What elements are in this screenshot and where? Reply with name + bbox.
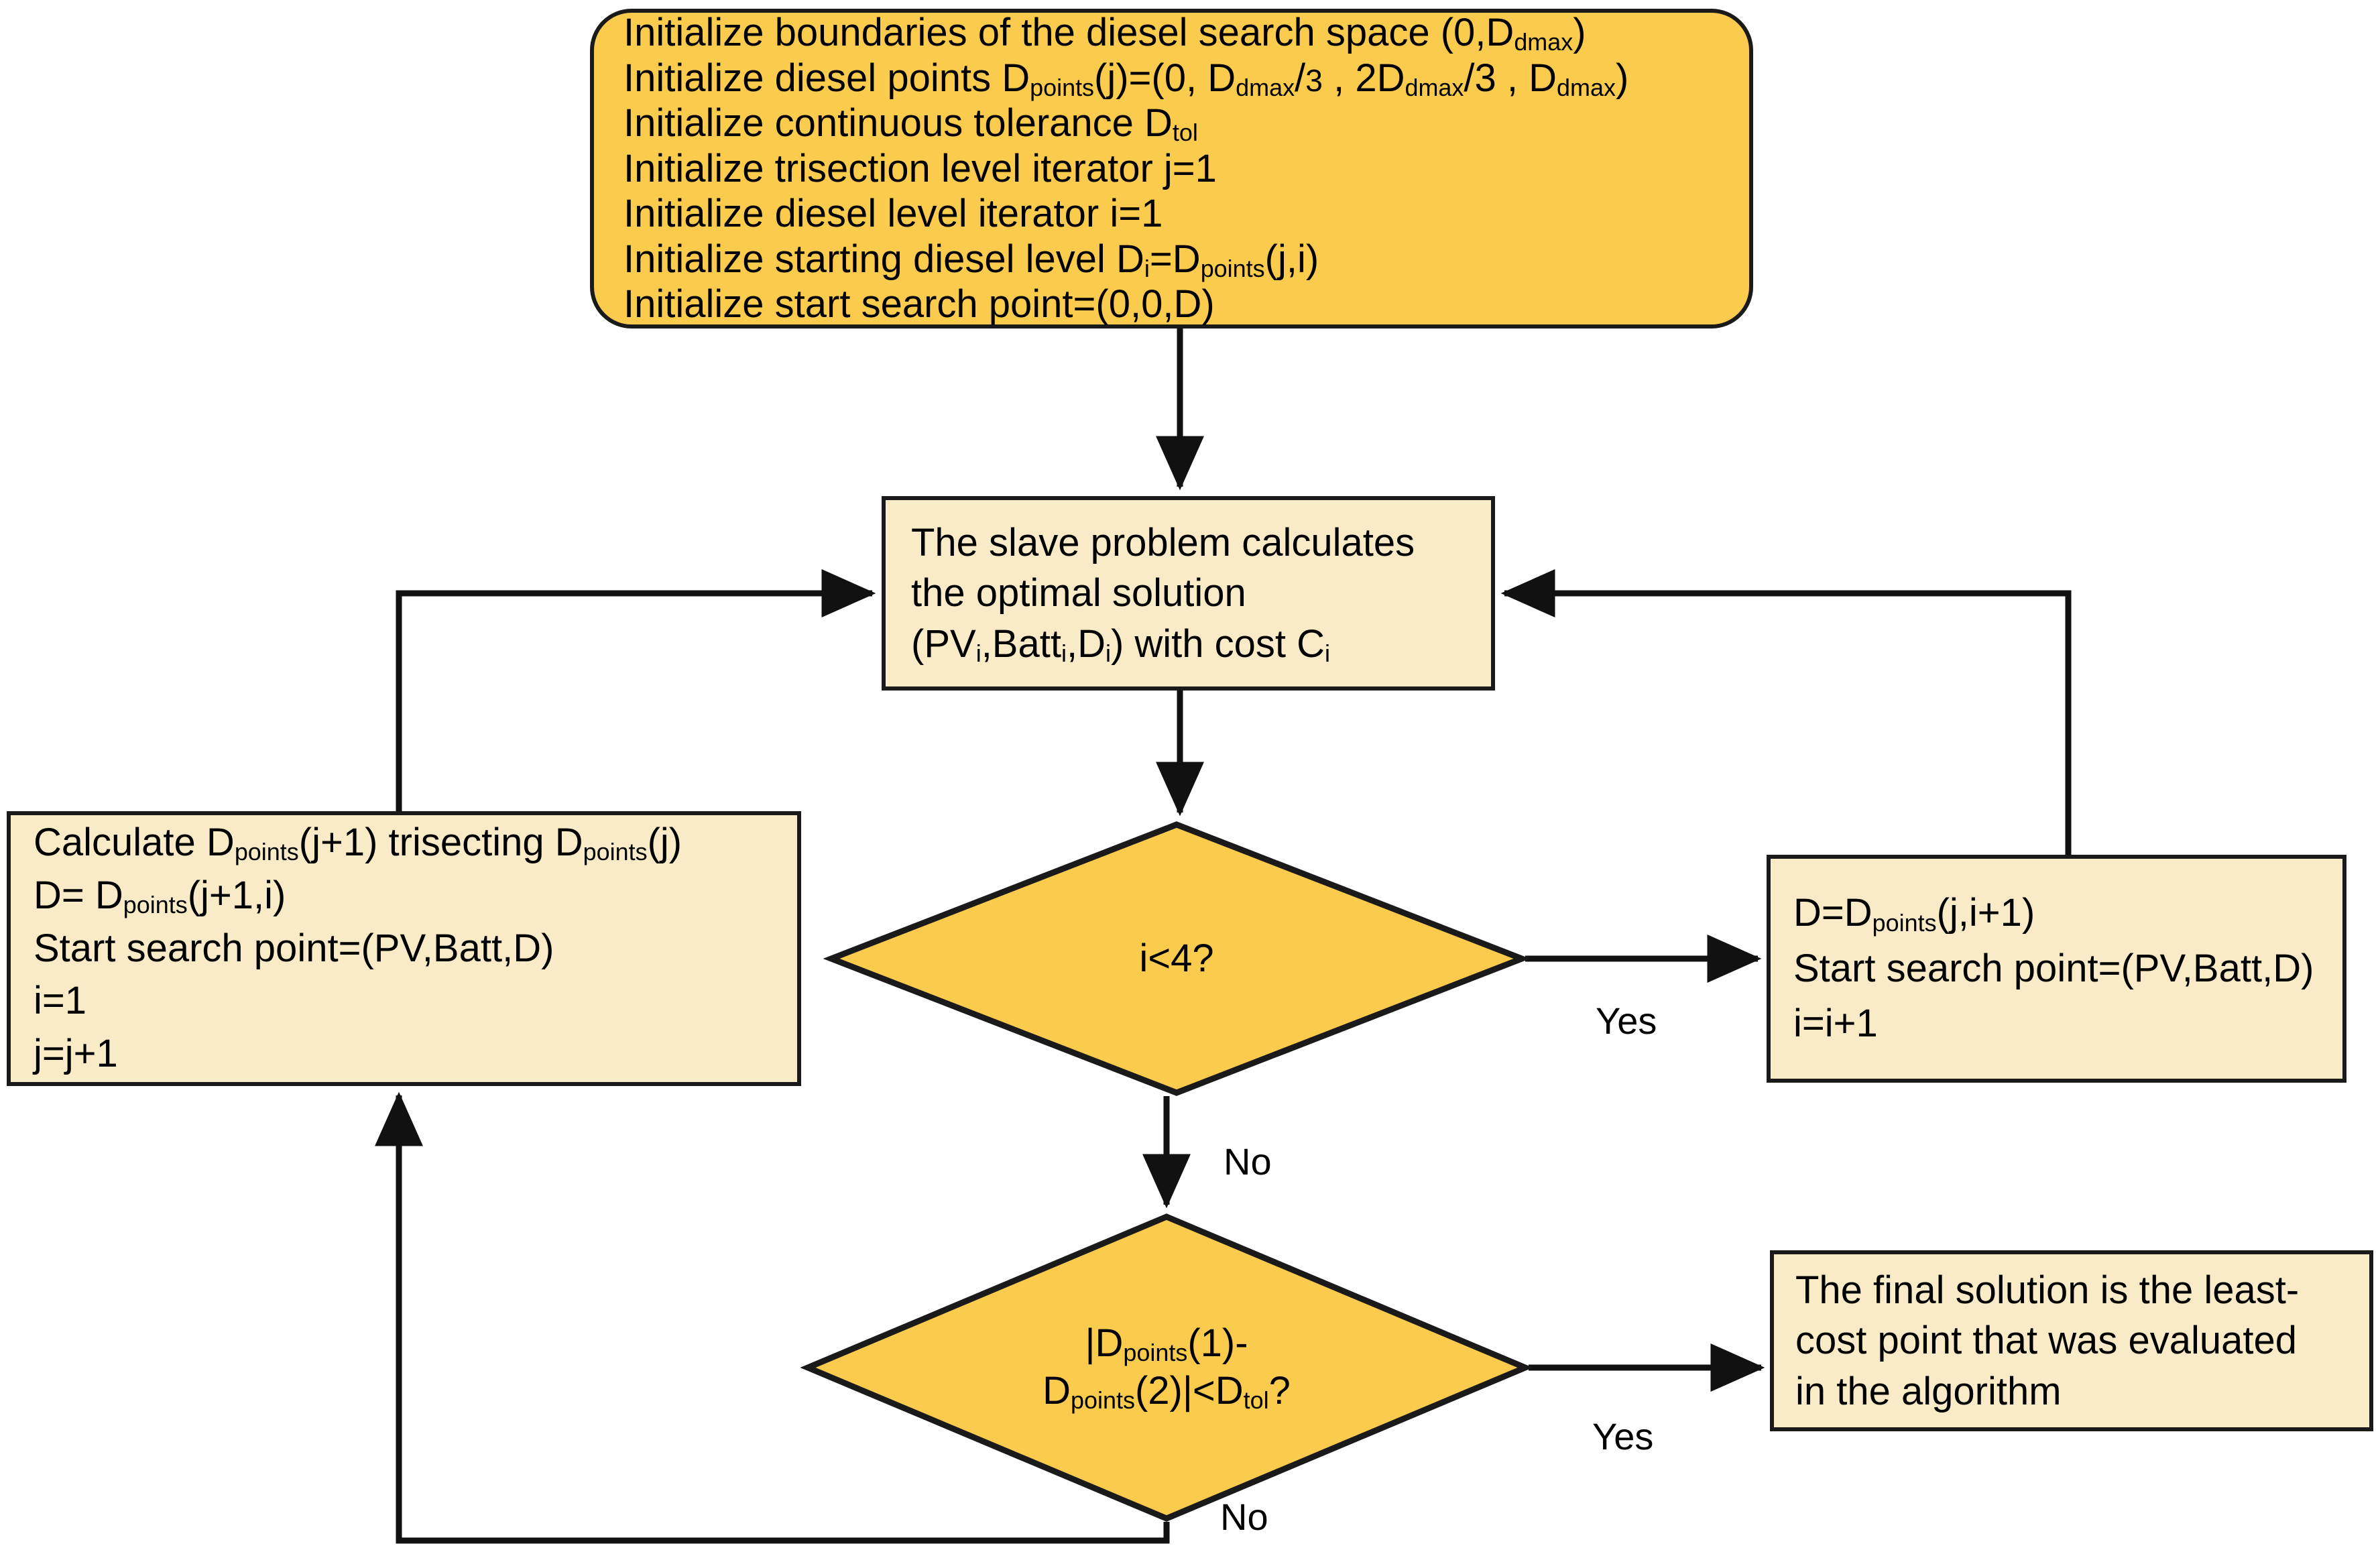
slave-problem-box: The slave problem calculates the optimal… xyxy=(882,496,1495,691)
init-line-7: Initialize start search point=(0,0,D) xyxy=(623,282,1215,326)
slave-line-3: (PVi,Batti,Di) with cost Ci xyxy=(911,621,1331,667)
decision-i-lt-4-line-1: i<4? xyxy=(1139,936,1214,980)
final-line-3: in the algorithm xyxy=(1795,1369,2062,1413)
init-box: Initialize boundaries of the diesel sear… xyxy=(590,9,1753,328)
edge-label-yes-tolerance: Yes xyxy=(1592,1415,1654,1457)
init-line-1: Initialize boundaries of the diesel sear… xyxy=(623,11,1586,56)
decision-tolerance-line-2: Dpoints(2)|<Dtol? xyxy=(1043,1369,1291,1415)
final-line-1: The final solution is the least- xyxy=(1795,1268,2300,1312)
calculate-dpoints-box: Calculate Dpoints(j+1) trisecting Dpoint… xyxy=(7,811,801,1086)
edge-label-no-i4: No xyxy=(1224,1140,1272,1183)
calc-line-5: j=j+1 xyxy=(34,1032,118,1076)
diamond-shape xyxy=(800,1213,1533,1522)
decision-i-lt-4-label: i<4? xyxy=(828,821,1525,1096)
calc-line-1: Calculate Dpoints(j+1) trisecting Dpoint… xyxy=(34,820,682,865)
diamond-shape xyxy=(823,821,1531,1096)
calc-line-3: Start search point=(PV,Batt,D) xyxy=(34,926,554,970)
slave-line-1: The slave problem calculates xyxy=(911,520,1415,564)
init-line-5: Initialize diesel level iterator i=1 xyxy=(623,192,1163,236)
edge-calc-to-slave xyxy=(396,569,876,811)
edge-label-yes-i4: Yes xyxy=(1596,1000,1657,1042)
right-line-2: Start search point=(PV,Batt,D) xyxy=(1793,946,2314,990)
increment-i-box: D=Dpoints(j,i+1) Start search point=(PV,… xyxy=(1767,855,2346,1083)
decision-tolerance: |Dpoints(1)- Dpoints(2)|<Dtol? xyxy=(800,1213,1533,1522)
calc-line-2: D= Dpoints(j+1,i) xyxy=(34,873,286,918)
final-line-2: cost point that was evaluated xyxy=(1795,1319,2298,1363)
decision-i-lt-4: i<4? xyxy=(823,821,1531,1096)
right-line-3: i=i+1 xyxy=(1793,1002,1878,1046)
calc-line-4: i=1 xyxy=(34,979,87,1023)
slave-line-2: the optimal solution xyxy=(911,571,1246,615)
right-line-1: D=Dpoints(j,i+1) xyxy=(1793,891,2035,937)
decision-tolerance-line-1: |Dpoints(1)- xyxy=(1085,1321,1248,1367)
init-line-4: Initialize trisection level iterator j=1 xyxy=(623,146,1217,190)
edge-right-to-slave xyxy=(1500,569,2072,855)
final-solution-box: The final solution is the least- cost po… xyxy=(1770,1250,2373,1431)
init-line-2: Initialize diesel points Dpoints(j)=(0, … xyxy=(623,56,1629,101)
init-line-6: Initialize starting diesel level Di=Dpoi… xyxy=(623,237,1319,283)
init-line-3: Initialize continuous tolerance Dtol xyxy=(623,101,1198,147)
edge-label-no-tolerance: No xyxy=(1220,1496,1268,1538)
decision-tolerance-label: |Dpoints(1)- Dpoints(2)|<Dtol? xyxy=(805,1213,1529,1522)
